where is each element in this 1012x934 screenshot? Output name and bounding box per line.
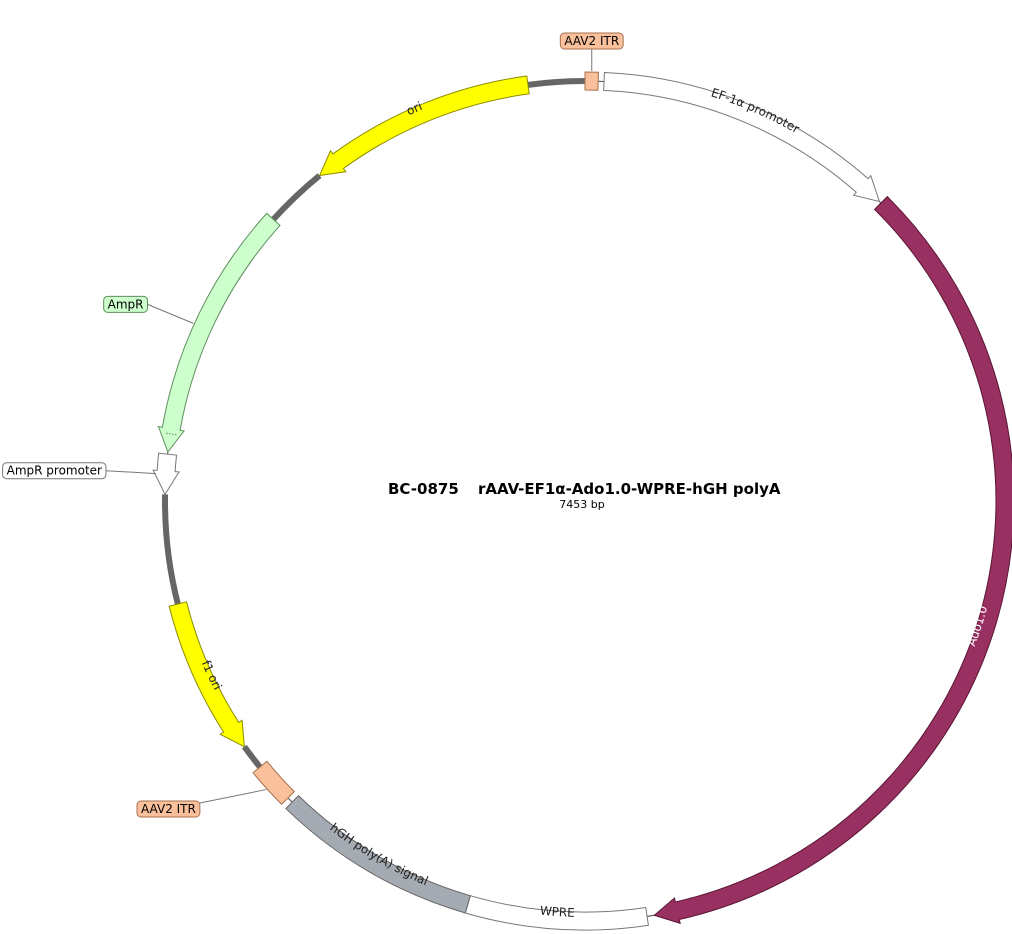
backbone-segment bbox=[162, 494, 181, 605]
ori-label: ori bbox=[404, 99, 424, 118]
hgh-label-path bbox=[296, 801, 467, 900]
itr_bottom-callout-box bbox=[136, 800, 201, 818]
ampr-detail-mark bbox=[164, 432, 177, 436]
feature-wpre[interactable]: WPRE bbox=[464, 895, 649, 931]
wpre-label-text: WPRE bbox=[539, 904, 575, 920]
ampr-shape bbox=[157, 212, 281, 454]
itr_top-callout-label: AAV2 ITR bbox=[564, 34, 619, 48]
plasmid-id: BC-0875 bbox=[388, 480, 459, 498]
plasmid-title-group: BC-0875 rAAV-EF1α-Ado1.0-WPRE-hGH polyA … bbox=[388, 480, 781, 511]
callout-layer: AAV2 ITR AAV2 ITR AmpR promoter AmpR bbox=[2, 32, 624, 818]
amprp-callout-label: AmpR promoter bbox=[7, 464, 102, 478]
feature-ado[interactable]: Ado1.0 bbox=[653, 195, 1012, 925]
ori-label-text: ori bbox=[404, 99, 424, 118]
amprp-leader-line bbox=[105, 470, 156, 475]
itr_top-callout[interactable]: AAV2 ITR bbox=[559, 32, 624, 72]
ado-shape bbox=[653, 195, 1012, 925]
itr_bottom-callout-label: AAV2 ITR bbox=[141, 802, 196, 816]
plasmid-name: rAAV-EF1α-Ado1.0-WPRE-hGH polyA bbox=[478, 480, 781, 498]
ef1a-label-path bbox=[607, 78, 880, 197]
feature-hgh[interactable]: hGH poly(A) signal bbox=[285, 794, 471, 914]
backbone-segment bbox=[241, 744, 263, 769]
ampr-callout-label: AmpR bbox=[108, 297, 144, 311]
itr_bottom-callout[interactable]: AAV2 ITR bbox=[136, 789, 267, 818]
feature-ori[interactable]: ori bbox=[318, 75, 530, 177]
itr_bottom-shape bbox=[252, 760, 296, 806]
feature-ampr[interactable] bbox=[157, 212, 281, 454]
amprp-shape bbox=[152, 452, 180, 496]
ampr-leader-line bbox=[147, 303, 194, 324]
f1ori-shape bbox=[168, 601, 245, 748]
feature-f1ori[interactable]: f1 ori bbox=[168, 601, 247, 748]
amprp-callout[interactable]: AmpR promoter bbox=[2, 462, 156, 480]
ado-label-path bbox=[663, 212, 1001, 909]
ampr-callout[interactable]: AmpR bbox=[103, 295, 194, 324]
feature-ef1a[interactable]: EF-1α promoter bbox=[603, 71, 881, 203]
feature-itr_top[interactable] bbox=[584, 71, 599, 91]
wpre-label: WPRE bbox=[539, 904, 575, 920]
feature-amprp[interactable] bbox=[152, 452, 180, 496]
hgh-shape bbox=[285, 794, 471, 914]
ef1a-shape bbox=[603, 71, 881, 203]
plasmid-size: 7453 bp bbox=[559, 498, 604, 511]
backbone-segment bbox=[527, 78, 586, 88]
itr_top-shape bbox=[584, 71, 599, 91]
feature-itr_bottom[interactable] bbox=[252, 760, 296, 806]
ori-shape bbox=[318, 75, 530, 177]
backbone-segment bbox=[271, 173, 322, 222]
itr_bottom-leader-line bbox=[199, 789, 267, 804]
